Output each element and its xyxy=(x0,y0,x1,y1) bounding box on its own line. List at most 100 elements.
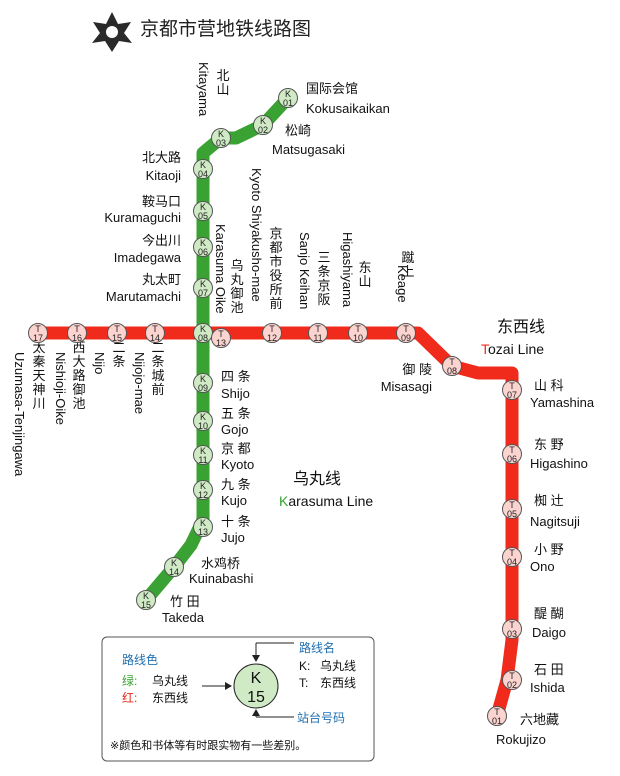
svg-text:T:: T: xyxy=(299,676,308,690)
station-k12-name-en: Kujo xyxy=(221,493,247,508)
station-t14-marker-icon: T14 xyxy=(145,323,165,343)
station-t06-name-jp: 东 野 xyxy=(534,437,564,452)
station-t14-name-jp: 二条城前 xyxy=(151,340,164,397)
station-t08-name-en: Misasagi xyxy=(381,379,432,394)
svg-text:K:: K: xyxy=(299,659,310,673)
svg-text:T: T xyxy=(152,324,158,334)
svg-text:Karasuma Line: Karasuma Line xyxy=(279,493,373,509)
svg-text:08: 08 xyxy=(198,333,208,343)
station-k13-marker-icon: K13 xyxy=(193,517,213,537)
svg-text:05: 05 xyxy=(198,211,208,221)
station-t04-name-en: Ono xyxy=(530,559,555,574)
station-k15-name-en: Takeda xyxy=(162,610,205,625)
svg-text:10: 10 xyxy=(198,421,208,431)
svg-text:T: T xyxy=(114,324,120,334)
station-k02-name-jp: 松崎 xyxy=(285,123,311,138)
svg-text:04: 04 xyxy=(507,557,517,567)
legend-sample-station-icon xyxy=(233,663,279,709)
station-k11-name-jp: 京 都 xyxy=(221,441,251,456)
svg-text:K: K xyxy=(200,324,206,334)
station-k01-name-en: Kokusaikaikan xyxy=(306,101,390,116)
station-t07-name-jp: 山 科 xyxy=(534,378,564,393)
station-k03-marker-icon: K03 xyxy=(211,128,231,148)
svg-text:11: 11 xyxy=(198,455,207,465)
svg-text:K: K xyxy=(200,238,206,248)
svg-text:T: T xyxy=(509,548,515,558)
station-k13-name-en: Jujo xyxy=(221,530,245,545)
svg-text:T: T xyxy=(509,381,515,391)
svg-text:K: K xyxy=(200,374,206,384)
station-t02-name-jp: 石 田 xyxy=(534,662,564,677)
svg-text:T: T xyxy=(509,445,515,455)
svg-text:绿:: 绿: xyxy=(122,673,137,688)
station-t03-name-en: Daigo xyxy=(532,625,566,640)
svg-text:K: K xyxy=(200,412,206,422)
station-t01-marker-icon: T01 xyxy=(487,706,507,726)
station-t01-name-jp: 六地藏 xyxy=(520,712,559,727)
station-t17-marker-icon: T17 xyxy=(28,323,48,343)
svg-text:K: K xyxy=(171,558,177,568)
station-k15-name-jp: 竹 田 xyxy=(170,594,200,609)
station-k08-name-en: Karasuma Oike xyxy=(213,224,228,314)
station-t05-name-jp: 椥 辻 xyxy=(534,493,564,508)
station-t10-marker-icon: T10 xyxy=(348,323,368,343)
station-t02-name-en: Ishida xyxy=(530,680,565,695)
svg-text:13: 13 xyxy=(198,527,208,537)
station-k07-name-jp: 丸太町 xyxy=(142,272,181,287)
svg-text:Tozai Line: Tozai Line xyxy=(481,341,544,357)
svg-text:乌丸线: 乌丸线 xyxy=(152,673,188,688)
svg-text:13: 13 xyxy=(216,338,226,348)
svg-text:12: 12 xyxy=(267,333,277,343)
svg-text:K: K xyxy=(200,160,206,170)
station-k01-name-jp: 国际会馆 xyxy=(306,81,358,96)
station-t13-marker-icon: T13 xyxy=(211,328,231,348)
station-t05-marker-icon: T05 xyxy=(502,499,522,519)
station-t06-marker-icon: T06 xyxy=(502,444,522,464)
station-k10-name-jp: 五 条 xyxy=(221,406,251,421)
station-k01-marker-icon: K01 xyxy=(278,88,298,108)
svg-text:T: T xyxy=(403,324,409,334)
svg-text:K: K xyxy=(285,89,291,99)
station-k08-marker-icon: K08 xyxy=(193,323,213,343)
station-t16-name-en: Nishioji-Oike xyxy=(53,352,68,425)
svg-text:17: 17 xyxy=(33,333,43,343)
station-t07-name-en: Yamashina xyxy=(530,395,595,410)
station-t10-name-en: Higashiyama xyxy=(340,232,355,308)
karasuma-line-label: 乌丸线 Karasuma Line xyxy=(279,470,373,509)
station-k12-name-jp: 九 条 xyxy=(221,477,251,492)
station-t09-marker-icon: T09 xyxy=(396,323,416,343)
station-t14-name-en: Nijojo-mae xyxy=(132,352,147,414)
svg-text:01: 01 xyxy=(283,98,293,108)
svg-text:T: T xyxy=(269,324,275,334)
svg-text:乌丸线: 乌丸线 xyxy=(320,658,356,673)
station-k06-name-jp: 今出川 xyxy=(142,233,181,248)
svg-text:05: 05 xyxy=(507,509,517,519)
station-t15-name-en: Nijo xyxy=(92,352,107,374)
svg-text:红:: 红: xyxy=(122,690,137,705)
station-k05-marker-icon: K05 xyxy=(193,201,213,221)
station-k14-name-en: Kuinabashi xyxy=(189,571,253,586)
station-k14-name-jp: 水鸡桥 xyxy=(201,556,240,571)
svg-text:09: 09 xyxy=(401,333,411,343)
svg-text:东西线: 东西线 xyxy=(497,318,545,336)
station-k10-name-en: Gojo xyxy=(221,422,248,437)
station-k11-name-en: Kyoto xyxy=(221,457,254,472)
kyoto-city-logo-icon xyxy=(92,12,132,52)
station-k11-marker-icon: K11 xyxy=(193,445,213,465)
station-k15-marker-icon: K15 xyxy=(136,590,156,610)
svg-text:15: 15 xyxy=(141,600,151,610)
svg-text:T: T xyxy=(509,500,515,510)
svg-text:04: 04 xyxy=(198,169,208,179)
svg-text:02: 02 xyxy=(507,680,517,690)
station-t05-name-en: Nagitsuji xyxy=(530,514,580,529)
station-k04-name-en: Kitaoji xyxy=(146,168,182,183)
station-t12-name-jp: 京都市役所前 xyxy=(269,226,282,311)
station-k10-marker-icon: K10 xyxy=(193,411,213,431)
svg-text:03: 03 xyxy=(216,138,226,148)
svg-text:东西线: 东西线 xyxy=(320,676,356,690)
svg-text:K: K xyxy=(200,481,206,491)
station-t02-marker-icon: T02 xyxy=(502,670,522,690)
station-k05-name-jp: 鞍马口 xyxy=(142,194,181,209)
